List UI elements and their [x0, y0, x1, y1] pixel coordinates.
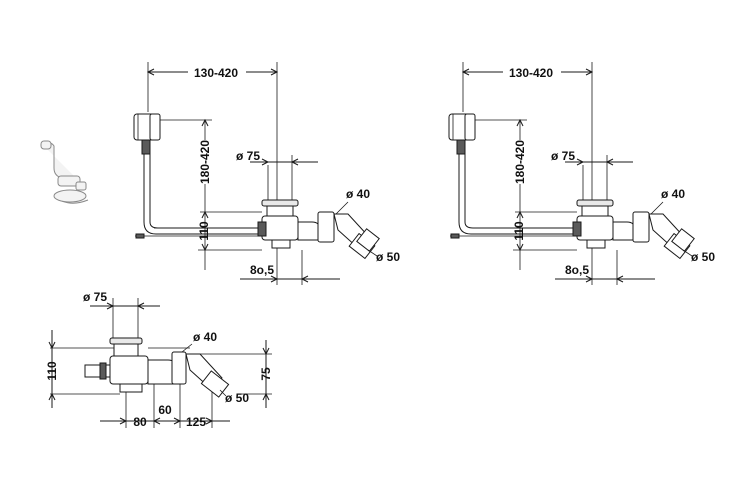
dim-offset-b: 8o,5 [565, 263, 589, 277]
dim-height-range-a: 180-420 [198, 140, 212, 184]
dim-drain-dia-b: ø 75 [551, 149, 575, 163]
dim-offset-a: 8o,5 [250, 263, 274, 277]
dim-dia50-a: ø 50 [376, 250, 400, 264]
dim-125-c: 125 [186, 415, 206, 429]
dim-110-c: 110 [45, 361, 59, 381]
dim-dia40-a: ø 40 [346, 187, 370, 201]
dim-width-range-b: 130-420 [509, 66, 553, 80]
dim-80-c: 80 [133, 415, 147, 429]
drawing-b: 130-420 180-420 110 ø 75 ø 40 [448, 62, 715, 285]
dim-dia40-c: ø 40 [193, 330, 217, 344]
dim-width-range-a: 130-420 [194, 66, 238, 80]
dim-110-a: 110 [197, 221, 211, 241]
dim-dia50-c: ø 50 [225, 391, 249, 405]
dim-dia50-b: ø 50 [691, 250, 715, 264]
dim-dia40-b: ø 40 [661, 187, 685, 201]
dim-drain-dia-a: ø 75 [236, 149, 260, 163]
dim-110-b: 110 [512, 221, 526, 241]
drawing-a: 130-420 180-420 110 [133, 62, 400, 285]
dim-60-c: 60 [158, 403, 172, 417]
dim-drain-dia-c: ø 75 [83, 290, 107, 304]
dim-75-c: 75 [259, 367, 273, 381]
drawing-c: ø 75 110 ø 40 ø 50 75 [45, 290, 273, 429]
dim-height-range-b: 180-420 [513, 140, 527, 184]
product-thumbnail [40, 140, 89, 204]
